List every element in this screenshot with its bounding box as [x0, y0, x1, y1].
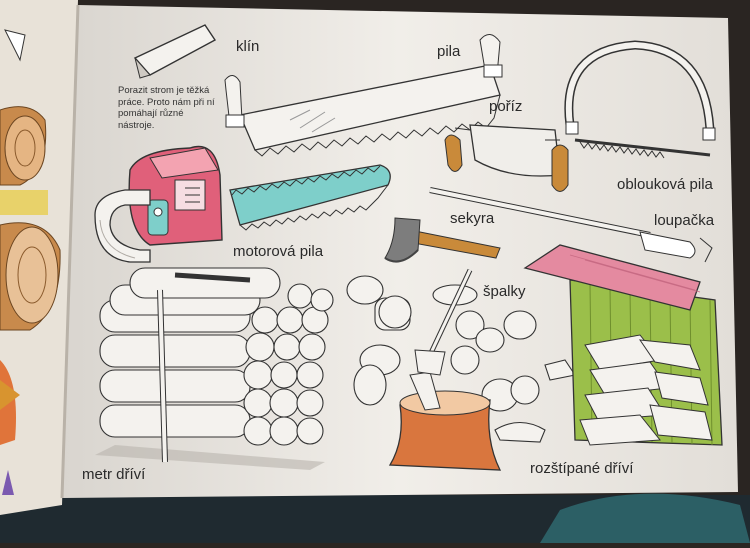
label-metr-drivi: metr dříví	[82, 466, 146, 483]
chainsaw-illustration	[94, 145, 391, 263]
debarker-illustration	[429, 187, 713, 263]
label-spalky: špalky	[483, 283, 526, 300]
intro-text: Porazit strom je těžká práce. Proto nám …	[118, 85, 215, 131]
label-sekyra: sekyra	[450, 210, 495, 227]
wedge-illustration	[133, 24, 217, 79]
left-page-art	[0, 29, 61, 495]
label-klin: klín	[236, 38, 260, 55]
stump-illustration	[388, 268, 502, 471]
label-obloukova-pila: oblouková pila	[617, 176, 713, 193]
draw-knife-illustration	[444, 124, 569, 192]
bow-saw-illustration	[564, 40, 716, 159]
hand-saw-illustration	[224, 34, 503, 157]
axe-illustration	[384, 217, 501, 263]
logs-illustration	[346, 275, 576, 443]
teal-object	[540, 493, 750, 543]
label-poriz: poříz	[489, 98, 523, 115]
label-pila: pila	[437, 43, 461, 60]
label-rozstipane-drivi: rozštípané dříví	[530, 460, 634, 477]
woodshed-illustration	[523, 244, 723, 446]
label-loupacka: loupačka	[654, 212, 715, 229]
label-motorova-pila: motorová pila	[233, 243, 324, 260]
stacked-wood-illustration	[95, 267, 334, 470]
